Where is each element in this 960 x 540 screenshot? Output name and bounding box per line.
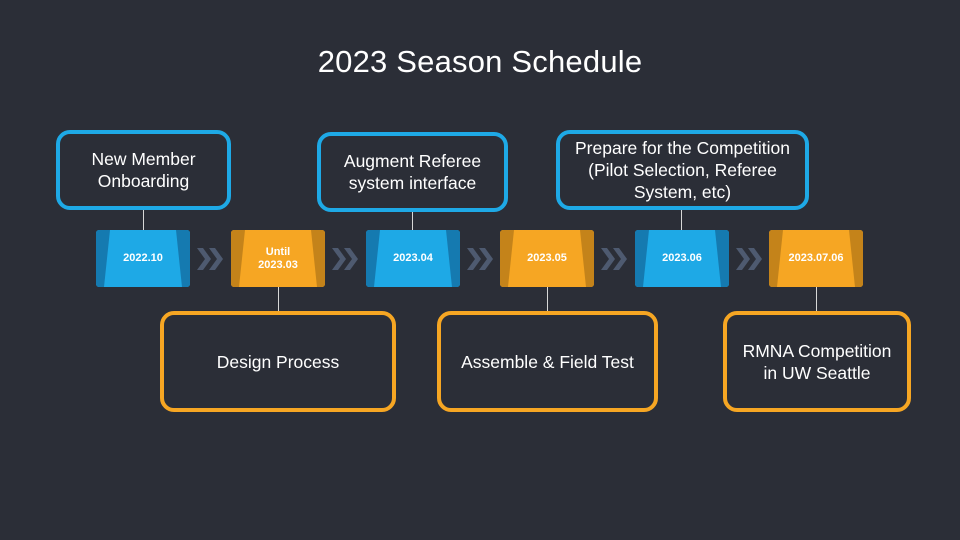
event-box-augment-referee: Augment Referee system interface	[317, 132, 508, 212]
page-title: 2023 Season Schedule	[317, 44, 643, 79]
connector-line	[547, 287, 548, 311]
connector-line	[143, 210, 144, 230]
milestone-shape	[769, 230, 863, 287]
milestone-label: 2022.10	[123, 252, 163, 264]
milestone-2023-05: 2023.05	[500, 230, 594, 287]
double-chevron-right-icon	[467, 248, 493, 270]
milestone-label: 2023.05	[527, 252, 567, 264]
event-box-assemble-field-test: Assemble & Field Test	[437, 311, 658, 412]
milestone-label: 2023.07.06	[788, 252, 844, 264]
milestone-label: 2023.06	[662, 252, 702, 264]
double-chevron-right-icon	[736, 248, 762, 270]
milestone-label: Until 2023.03	[258, 245, 298, 271]
connector-line	[816, 287, 817, 311]
event-box-rmna-competition: RMNA Competition in UW Seattle	[723, 311, 911, 412]
milestone-label: 2023.04	[393, 252, 433, 264]
milestone-shape	[500, 230, 594, 287]
milestone-shape	[231, 230, 325, 287]
event-box-new-member-onboarding: New Member Onboarding	[56, 130, 231, 210]
connector-line	[278, 287, 279, 311]
milestone-shape	[96, 230, 190, 287]
event-box-design-process: Design Process	[160, 311, 396, 412]
connector-line	[681, 210, 682, 230]
double-chevron-right-icon	[332, 248, 358, 270]
milestone-2023-07-06: 2023.07.06	[769, 230, 863, 287]
milestone-shape	[366, 230, 460, 287]
double-chevron-right-icon	[601, 248, 627, 270]
double-chevron-right-icon	[197, 248, 223, 270]
milestone-shape	[635, 230, 729, 287]
milestone-until-2023-03: Until 2023.03	[231, 230, 325, 287]
milestone-2023-06: 2023.06	[635, 230, 729, 287]
milestone-2023-04: 2023.04	[366, 230, 460, 287]
event-box-prepare-competition: Prepare for the Competition (Pilot Selec…	[556, 130, 809, 210]
milestone-2022-10: 2022.10	[96, 230, 190, 287]
connector-line	[412, 212, 413, 230]
